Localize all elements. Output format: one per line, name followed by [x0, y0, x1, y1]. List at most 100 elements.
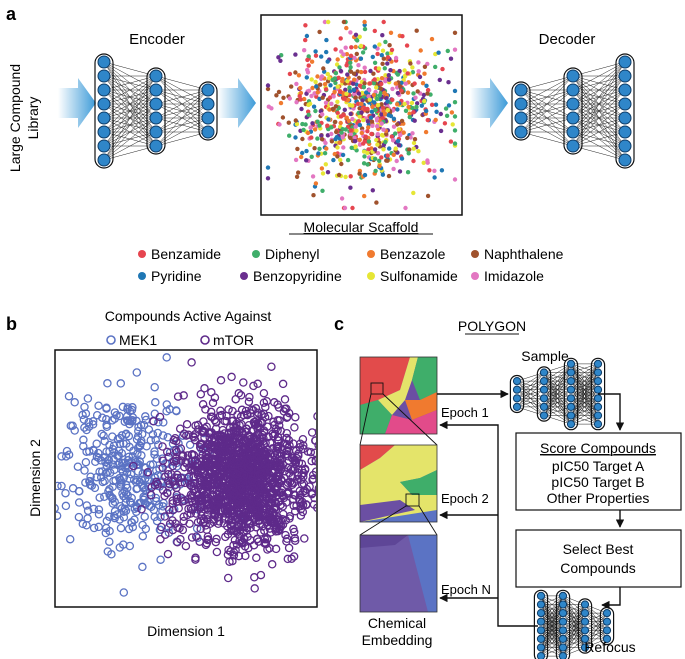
scaffold-point	[404, 43, 410, 48]
scaffold-point	[330, 77, 335, 83]
scaffold-point	[395, 107, 400, 112]
net-node	[97, 83, 111, 97]
mek1-point	[135, 441, 145, 451]
net-node	[566, 420, 576, 429]
mek1-point	[115, 515, 124, 524]
mek1-point	[141, 499, 151, 509]
mtor-point	[265, 507, 274, 517]
scaffold-point	[304, 91, 309, 96]
scaffold-point	[375, 103, 381, 108]
scaffold-point	[369, 131, 374, 137]
scaffold-point	[391, 116, 397, 122]
mek1-point	[73, 462, 83, 471]
scaffold-point	[355, 101, 361, 107]
scaffold-point	[335, 145, 340, 150]
scaffold-point	[362, 154, 367, 159]
scaffold-point	[348, 60, 353, 65]
mtor-point	[271, 424, 281, 434]
mtor-point	[228, 556, 237, 566]
mtor-point	[290, 423, 299, 432]
net-node	[566, 125, 580, 139]
scaffold-point	[425, 61, 430, 67]
scaffold-point	[347, 89, 353, 94]
scaffold-point	[388, 68, 393, 73]
net-connection	[516, 372, 545, 390]
mtor-point	[190, 461, 200, 470]
mtor-point	[280, 395, 290, 404]
net-node	[539, 385, 549, 394]
scaffold-point	[380, 33, 385, 38]
scaffold-point	[320, 95, 325, 100]
scaffold-point	[363, 134, 368, 139]
scaffold-point	[393, 55, 399, 61]
mek1-point	[127, 518, 136, 527]
scaffold-point	[424, 108, 429, 114]
mtor-point	[241, 511, 251, 520]
scaffold-point	[399, 156, 405, 161]
mek1-point	[185, 440, 195, 450]
mtor-point	[234, 474, 243, 484]
mtor-point	[242, 523, 252, 533]
mtor-point	[269, 477, 278, 486]
mtor-point	[276, 500, 285, 510]
mek1-point	[56, 511, 62, 520]
net-node	[566, 69, 580, 83]
mtor-point	[192, 462, 201, 472]
net-node	[593, 377, 603, 386]
scaffold-point	[402, 74, 408, 79]
scaffold-point	[381, 105, 386, 111]
mek1-point	[154, 440, 163, 449]
scaffold-point	[351, 81, 356, 86]
embedding-epoch2	[359, 444, 438, 523]
scaffold-point	[410, 131, 415, 136]
scaffold-point	[399, 80, 404, 86]
mtor-point	[182, 420, 192, 429]
mtor-point	[168, 525, 178, 535]
scaffold-point	[370, 104, 375, 110]
scaffold-point	[366, 139, 372, 144]
net-node	[97, 139, 111, 153]
mtor-point	[191, 421, 200, 430]
scaffold-point	[395, 90, 401, 96]
mtor-point	[234, 446, 244, 455]
scaffold-point	[449, 110, 455, 115]
scaffold-point	[380, 48, 386, 53]
net-connection	[520, 75, 574, 119]
mek1-point	[118, 402, 128, 412]
mtor-point	[193, 465, 202, 475]
scaffold-point	[319, 54, 324, 59]
mek1-point	[169, 504, 179, 514]
mek1-point	[114, 451, 123, 461]
mek1-point	[124, 452, 134, 462]
mtor-point	[313, 503, 316, 512]
scaffold-point	[399, 88, 404, 93]
mtor-point	[176, 534, 185, 544]
scaffold-point	[331, 157, 336, 163]
net-node	[566, 377, 576, 386]
mtor-point	[173, 392, 183, 401]
mtor-point	[217, 457, 227, 467]
mtor-point	[196, 524, 205, 534]
mek1-point	[133, 467, 143, 476]
scaffold-point	[303, 122, 308, 127]
mtor-point	[190, 435, 200, 445]
net-connection	[543, 398, 572, 416]
mek1-point	[97, 429, 106, 439]
net-node	[558, 643, 568, 652]
mtor-point	[201, 405, 210, 414]
mek1-point	[95, 493, 104, 502]
mtor-point	[172, 494, 182, 504]
x-axis-label: Dimension 1	[147, 623, 225, 639]
scaffold-point	[334, 62, 340, 67]
scaffold-point	[343, 174, 348, 180]
mtor-point	[297, 499, 306, 508]
scaffold-point	[390, 97, 395, 103]
panel-a-letter: a	[6, 4, 17, 24]
mtor-point	[200, 384, 209, 393]
net-node	[580, 634, 590, 644]
scaffold-point	[391, 124, 397, 129]
mtor-point	[197, 494, 206, 503]
scaffold-point	[405, 71, 410, 76]
legend-dot	[367, 250, 375, 258]
scaffold-point	[446, 80, 451, 85]
